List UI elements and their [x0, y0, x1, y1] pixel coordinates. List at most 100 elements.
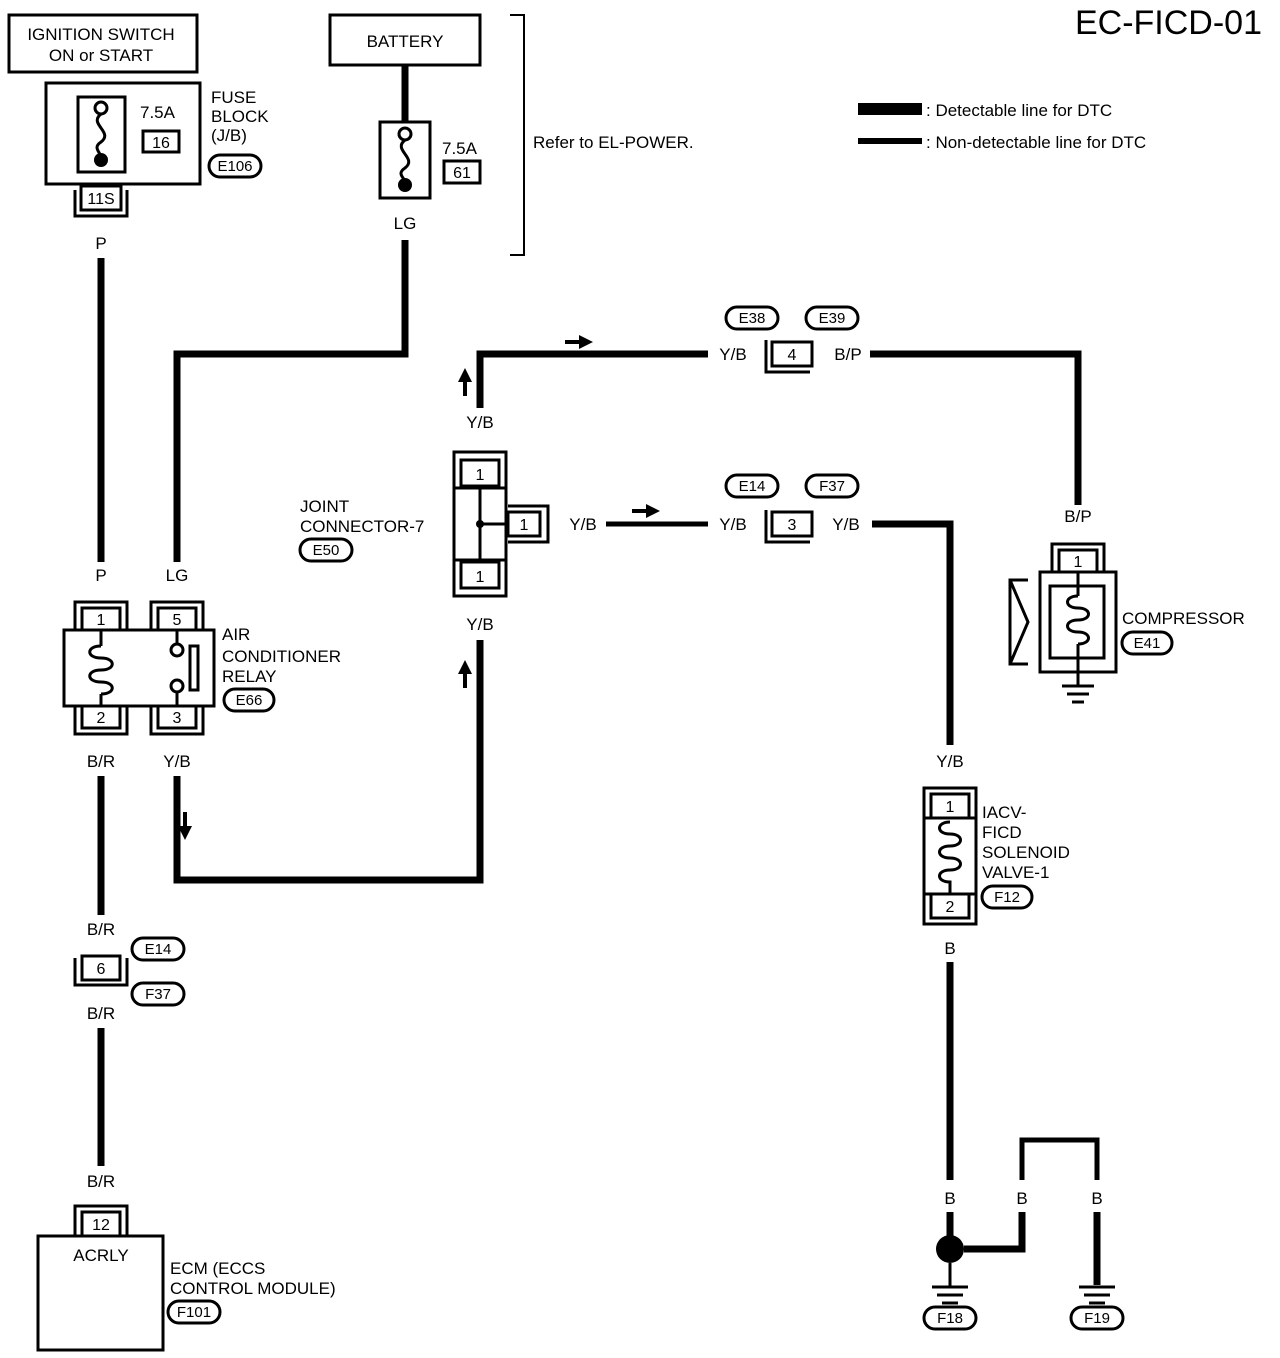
joint-bottom-bracket: [452, 560, 508, 598]
refer-note: Refer to EL-POWER.: [533, 133, 694, 152]
compressor-name: COMPRESSOR: [1122, 609, 1245, 628]
joint-side-bracket: [508, 504, 550, 544]
relay-ref: E66: [236, 692, 263, 709]
fuse-block-number: 16: [152, 135, 170, 152]
battery-fuse-number-box: [442, 159, 482, 185]
wire-label-br-1: B/R: [87, 752, 115, 771]
wire-label-yb-iacv: Y/B: [936, 752, 963, 771]
connector6-ref-top: E14: [145, 941, 172, 958]
connector6-pin: 6: [97, 961, 106, 978]
fuse-block-box: [44, 81, 202, 186]
fuse-block-fuse-top-terminal: [93, 100, 109, 116]
connector3-ref-left-badge: [724, 473, 780, 499]
fuse-block-name-3: (J/B): [211, 126, 247, 145]
wire-label-yb-c3-right: Y/B: [832, 515, 859, 534]
compressor-clutch-icon: [1008, 578, 1030, 666]
wire-yb-relay: [173, 640, 484, 884]
wire-lg: [173, 240, 409, 562]
wire-label-br-3: B/R: [87, 1004, 115, 1023]
wire-label-lg-top: LG: [394, 214, 417, 233]
iacv-name: IACV-: [982, 803, 1026, 822]
relay-switch-contact-top: [169, 642, 185, 658]
battery-fuse-amp: 7.5A: [442, 139, 478, 158]
relay-pin1: 1: [97, 612, 106, 629]
joint-ref: E50: [313, 542, 340, 559]
connector4-ref-left-badge: [724, 305, 780, 331]
relay-pin5-bracket: [149, 600, 205, 630]
relay-switch-contact-bottom: [169, 678, 185, 694]
connector3-ref-left: E14: [739, 478, 766, 495]
relay-pin3-bracket: [149, 706, 205, 736]
arrow-right-icon: [565, 335, 593, 349]
wire-label-yb-joint-side: Y/B: [569, 515, 596, 534]
relay-body: [62, 628, 216, 708]
iacv-pin2: 2: [946, 899, 955, 916]
battery-fuse-holder: [378, 120, 432, 200]
fuse-block-ref: E106: [217, 158, 252, 175]
relay-pin2-box: [80, 704, 122, 730]
arrow-down-icon: [178, 812, 192, 840]
wire-label-b-g1: B: [944, 1189, 955, 1208]
connector6-bracket: [73, 958, 129, 987]
wire-yb-to-iacv: [872, 520, 954, 745]
legend-detectable-text: : Detectable line for DTC: [926, 101, 1112, 120]
fuse-block-number-box: [141, 129, 181, 154]
iacv-ref: F12: [994, 889, 1020, 906]
wire-label-yb-joint-top: Y/B: [466, 413, 493, 432]
iacv-name-2: FICD: [982, 823, 1022, 842]
iacv-name-4: VALVE-1: [982, 863, 1049, 882]
wire-label-bp-compressor: B/P: [1064, 507, 1091, 526]
wire-label-bp-right: B/P: [834, 345, 861, 364]
connector3-bracket: [764, 510, 810, 544]
ignition-switch-box: [7, 13, 199, 74]
joint-pin-top: 1: [476, 467, 485, 484]
fuse-block-name-2: BLOCK: [211, 107, 269, 126]
connector4-ref-left: E38: [739, 310, 766, 327]
wire-label-p-top: P: [95, 234, 106, 253]
relay-pin3: 3: [173, 710, 182, 727]
battery-label: BATTERY: [367, 32, 444, 51]
relay-coil-icon: [88, 644, 114, 696]
wire-b-splice: [964, 1212, 1026, 1253]
wire-bp: [870, 350, 1082, 505]
iacv-pin1-bracket: [922, 786, 978, 818]
ground-f19-ref: F19: [1084, 1310, 1110, 1327]
wire-label-b-splice: B: [1016, 1189, 1027, 1208]
ground-f18-ref: F18: [937, 1310, 963, 1327]
ecm-ref: F101: [177, 1304, 211, 1321]
ecm-ref-badge: [166, 1299, 222, 1325]
ecm-terminal: ACRLY: [73, 1246, 128, 1265]
arrow-right-icon-2: [632, 504, 660, 518]
joint-name: JOINT: [300, 497, 349, 516]
connector4-box: [770, 340, 814, 368]
fuse-block-connector-bracket: [73, 190, 129, 218]
iacv-pin2-box: [929, 892, 971, 920]
fuse-block-fuse-icon: [95, 112, 107, 159]
compressor-pin: 1: [1074, 554, 1083, 571]
relay-name: AIR: [222, 625, 250, 644]
joint-bottom-pin-box: [459, 560, 501, 590]
wire-label-b-g2: B: [1091, 1189, 1102, 1208]
joint-pin-side: 1: [520, 517, 529, 534]
relay-switch-arm: [188, 644, 200, 692]
wire-label-br-4: B/R: [87, 1172, 115, 1191]
page-code: EC-FICD-01: [1075, 4, 1262, 42]
connector3-pin: 3: [788, 517, 797, 534]
joint-ref-badge: [298, 537, 354, 563]
iacv-pin1: 1: [946, 799, 955, 816]
fuse-block-connector-box: [79, 184, 123, 212]
relay-pin2: 2: [97, 710, 106, 727]
relay-pin3-box: [156, 704, 198, 730]
fuse-block-name: FUSE: [211, 88, 256, 107]
compressor-pin-bracket: [1050, 542, 1106, 572]
joint-name-2: CONNECTOR-7: [300, 517, 424, 536]
refer-bracket: [510, 14, 525, 256]
relay-pin5: 5: [173, 612, 182, 629]
joint-pin-bottom: 1: [476, 569, 485, 586]
wire-b-loop: [1019, 1137, 1100, 1180]
battery-fuse-bottom-terminal: [398, 178, 412, 192]
battery-fuse-top-terminal: [397, 126, 413, 142]
fuse-block-connector-pin: 11S: [87, 191, 114, 208]
battery-fuse-icon: [399, 138, 411, 183]
